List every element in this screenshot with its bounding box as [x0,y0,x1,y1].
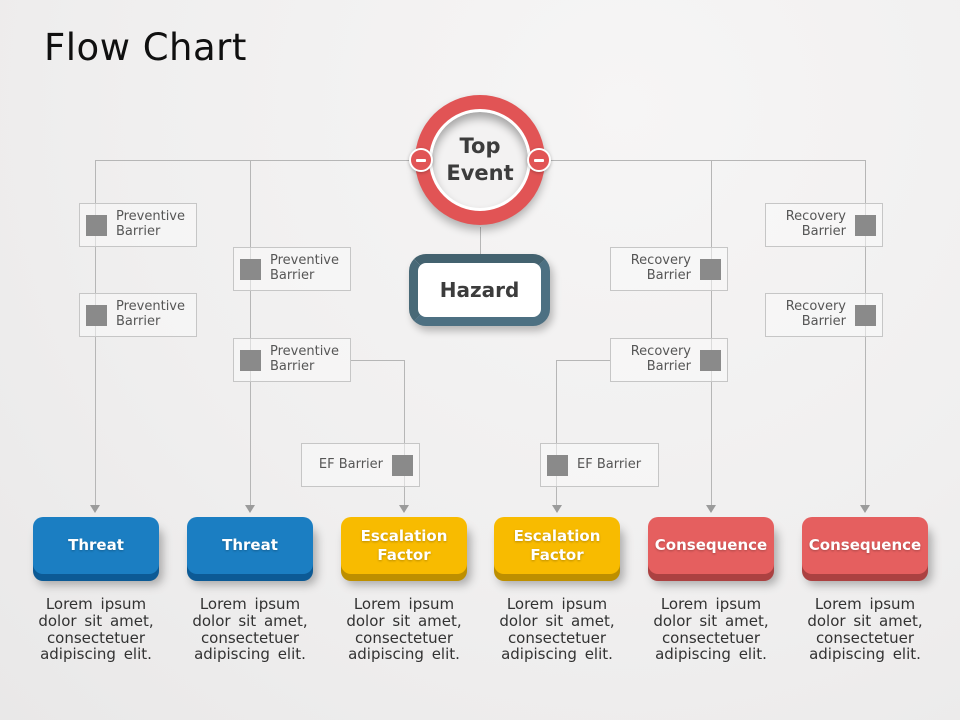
barrier-square-icon [700,258,721,280]
barrier-square-icon [392,454,413,476]
outcome-label: Threat [68,536,124,555]
barrier-label: Preventive Barrier [270,253,339,283]
preventive-barrier-node-2: Preventive Barrier [233,247,351,291]
barrier-square-icon [855,214,876,236]
recovery-barrier-node-1: Recovery Barrier [765,203,883,247]
connector-ef2-elbow-horizontal [556,360,610,361]
outcome-description: Lorem ipsum dolor sit amet, consectetuer… [192,595,308,664]
barrier-label: EF Barrier [577,456,642,472]
barrier-square-icon [700,349,721,371]
connector-ef2-vertical [556,360,557,505]
outcome-description: Lorem ipsum dolor sit amet, consectetuer… [346,595,462,664]
barrier-square-icon [547,454,568,476]
arrow-down-icon [706,505,716,513]
preventive-barrier-node-3: Preventive Barrier [79,293,197,337]
recovery-barrier-node-2: Recovery Barrier [610,247,728,291]
barrier-label: Preventive Barrier [270,344,339,374]
barrier-label: Recovery Barrier [785,209,846,239]
hazard-node: Hazard [409,254,550,326]
barrier-label: Preventive Barrier [116,299,185,329]
barrier-label: Recovery Barrier [630,253,691,283]
connector-topevent-hazard [480,227,481,255]
outcome-description: Lorem ipsum dolor sit amet, consectetuer… [807,595,923,664]
barrier-square-icon [86,304,107,326]
barrier-square-icon [86,214,107,236]
connector-left-horizontal [95,160,422,161]
collapse-minus-icon [527,148,551,172]
barrier-square-icon [240,349,261,371]
barrier-label: Recovery Barrier [630,344,691,374]
barrier-label: EF Barrier [318,456,383,472]
connector-ef1-vertical [404,360,405,505]
outcome-description: Lorem ipsum dolor sit amet, consectetuer… [38,595,154,664]
connector-threat2-vertical [250,160,251,505]
top-event-label: Top Event [429,109,531,211]
connector-ef1-elbow-horizontal [351,360,405,361]
collapse-minus-icon [409,148,433,172]
outcome-label: Escalation Factor [360,526,448,564]
arrow-down-icon [860,505,870,513]
outcome-description: Lorem ipsum dolor sit amet, consectetuer… [653,595,769,664]
connector-right-horizontal [538,160,865,161]
threat-node-1: Threat [33,517,159,574]
preventive-barrier-node-4: Preventive Barrier [233,338,351,382]
page-title: Flow Chart [44,26,247,69]
arrow-down-icon [90,505,100,513]
top-event-node: Top Event [415,95,545,225]
barrier-square-icon [855,304,876,326]
outcome-label: Escalation Factor [513,526,601,564]
barrier-label: Preventive Barrier [116,209,185,239]
consequence-node-1: Consequence [648,517,774,574]
recovery-barrier-node-4: Recovery Barrier [610,338,728,382]
barrier-square-icon [240,258,261,280]
preventive-barrier-node-1: Preventive Barrier [79,203,197,247]
ef-barrier-node-1: EF Barrier [301,443,420,487]
connector-consequence1-vertical [711,160,712,505]
arrow-down-icon [245,505,255,513]
outcome-label: Threat [222,536,278,555]
arrow-down-icon [399,505,409,513]
consequence-node-2: Consequence [802,517,928,574]
outcome-description: Lorem ipsum dolor sit amet, consectetuer… [499,595,615,664]
recovery-barrier-node-3: Recovery Barrier [765,293,883,337]
ef-barrier-node-2: EF Barrier [540,443,659,487]
hazard-label: Hazard [439,278,520,302]
escalation-factor-node-1: Escalation Factor [341,517,467,574]
barrier-label: Recovery Barrier [785,299,846,329]
outcome-label: Consequence [808,536,922,555]
arrow-down-icon [552,505,562,513]
threat-node-2: Threat [187,517,313,574]
outcome-label: Consequence [654,536,768,555]
escalation-factor-node-2: Escalation Factor [494,517,620,574]
